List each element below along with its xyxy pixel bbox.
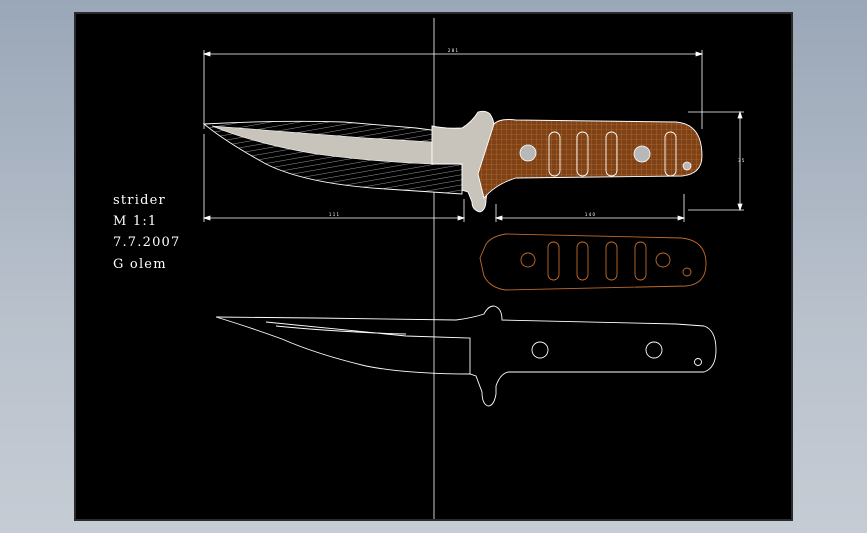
title-block-name: strider	[113, 193, 166, 208]
dim-handle-length-label: 1 4 0	[585, 212, 596, 217]
dimension-blade-length	[202, 134, 466, 222]
handle-scale-outline	[479, 233, 707, 291]
dimension-handle-length	[494, 194, 686, 222]
handle-lanyard-hole	[682, 161, 692, 171]
cad-viewport[interactable]: 2 8 1 1 1 1 1 4 0 3 5	[74, 12, 793, 521]
knife-rendered-view	[202, 110, 703, 213]
knife-outline-view	[215, 305, 717, 407]
dim-handle-height-label: 3 5	[738, 158, 745, 163]
title-block-scale: M 1:1	[113, 214, 158, 229]
title-block-author: G olem	[113, 257, 167, 272]
dim-overall-length-label: 2 8 1	[448, 48, 459, 53]
handle-slot-4	[664, 131, 677, 177]
dimension-overall-length	[202, 50, 704, 129]
handle-slot-3	[605, 131, 618, 177]
title-block-date: 7.7.2007	[113, 235, 181, 250]
blade-bevel	[211, 125, 433, 165]
handle-slot-1	[548, 131, 561, 177]
knife-drawing: 2 8 1 1 1 1 1 4 0 3 5	[202, 18, 745, 519]
handle-pin-hole-2	[633, 145, 651, 163]
handle-slot-2	[576, 131, 589, 177]
dim-blade-length-label: 1 1 1	[329, 212, 340, 217]
handle-pin-hole-1	[519, 144, 537, 162]
handle-scale	[477, 119, 703, 199]
dimension-handle-height	[688, 110, 744, 212]
